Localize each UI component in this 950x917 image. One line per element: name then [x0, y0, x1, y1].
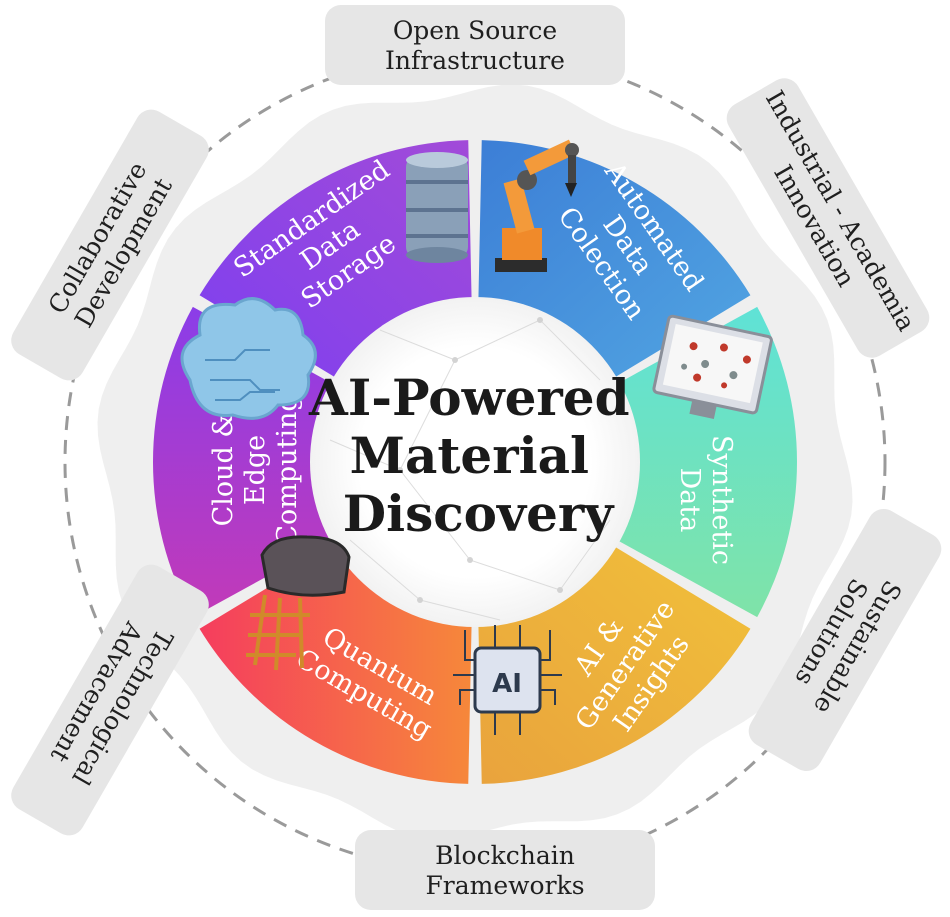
center-title-line-2: Material — [350, 426, 589, 485]
segment-label-line: Edge — [240, 435, 271, 505]
quantum-computer-icon — [246, 535, 351, 671]
outer-label-line: Blockchain — [435, 841, 575, 870]
network-pattern — [329, 317, 611, 621]
outer-label-box — [726, 78, 930, 358]
segment-label-line: Data — [674, 468, 705, 533]
segment-label-line: Synthetic — [706, 435, 737, 565]
database-icon — [406, 152, 468, 263]
segment-label-synthetic-data: SyntheticData — [674, 435, 737, 565]
outer-label-box — [355, 830, 655, 910]
center-circle — [310, 297, 640, 627]
cloud-circuit-icon — [180, 297, 317, 420]
outer-label-line: Infrastructure — [385, 46, 565, 75]
segment-label-line: Computing — [272, 394, 303, 545]
outer-label-box — [325, 5, 625, 85]
ai-chip-icon: AI — [453, 625, 562, 735]
outer-label-line: Frameworks — [425, 871, 584, 900]
center-title-line-1: AI-Powered — [308, 368, 630, 427]
segment-label-cloud-edge: Cloud &EdgeComputing — [208, 394, 303, 545]
center-title-line-3: Discovery — [343, 484, 616, 543]
segment-label-line: Cloud & — [208, 414, 239, 527]
robot-arm-icon — [495, 139, 579, 272]
center-title: AI-Powered Material Discovery — [308, 368, 647, 543]
outer-label-technological: TechnologicalAdvacement — [11, 564, 209, 836]
outer-label-box — [11, 109, 209, 381]
ai-chip-label: AI — [492, 669, 522, 699]
molecular-simulation-monitor-icon — [652, 314, 773, 419]
outer-label-box — [11, 564, 209, 836]
outer-label-line: Open Source — [393, 16, 557, 45]
outer-label-box — [748, 508, 942, 772]
